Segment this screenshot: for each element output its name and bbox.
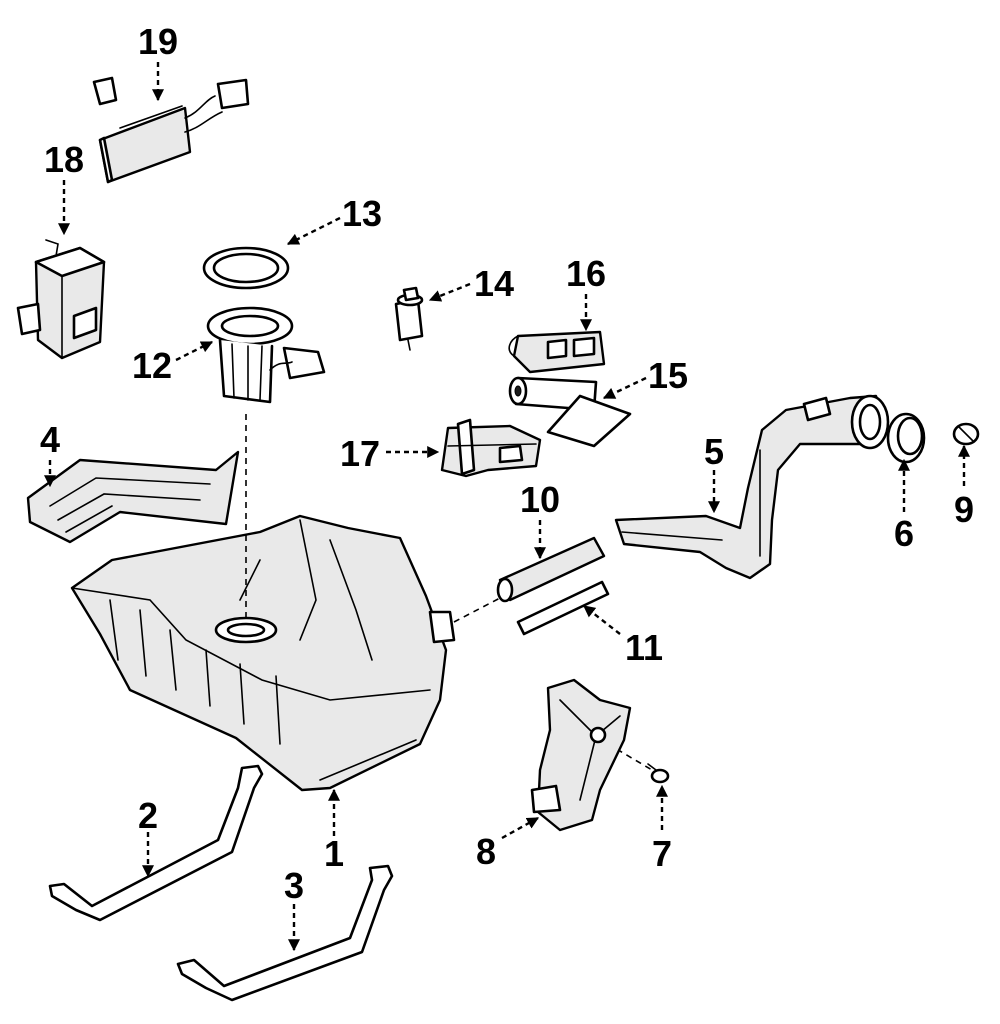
leader-arrows <box>44 62 970 952</box>
part-5-filler-pipe[interactable] <box>614 394 890 580</box>
callout-8: 8 <box>476 831 496 872</box>
connection-lines <box>245 414 653 771</box>
part-14-regulator[interactable] <box>394 286 424 351</box>
callout-17: 17 <box>340 433 380 474</box>
part-12-pump-module[interactable] <box>206 306 326 404</box>
callout-10: 10 <box>520 479 560 520</box>
callout-18: 18 <box>44 139 84 180</box>
part-6-ring[interactable] <box>886 412 926 464</box>
callout-5: 5 <box>704 431 724 472</box>
callout-19: 19 <box>138 21 178 62</box>
part-16-strainer[interactable] <box>508 330 606 374</box>
callout-1: 1 <box>324 833 344 874</box>
callout-6: 6 <box>894 513 914 554</box>
callout-4: 4 <box>40 419 60 460</box>
part-15-fuel-pump[interactable] <box>508 376 632 448</box>
part-18-relay-box[interactable] <box>16 239 106 360</box>
part-3-strap[interactable] <box>176 864 394 1002</box>
part-2-strap[interactable] <box>48 764 264 922</box>
part-8-housing[interactable] <box>530 678 632 832</box>
part-1-fuel-tank[interactable] <box>70 514 456 792</box>
part-10-hose[interactable] <box>496 536 606 603</box>
callout-3: 3 <box>284 865 304 906</box>
callout-9: 9 <box>954 489 974 530</box>
callout-2: 2 <box>138 795 158 836</box>
callout-14: 14 <box>474 263 514 304</box>
callout-16: 16 <box>566 253 606 294</box>
callout-11: 11 <box>625 627 663 668</box>
part-19-module[interactable] <box>92 76 250 184</box>
callout-12: 12 <box>132 345 172 386</box>
part-13-seal-ring[interactable] <box>202 246 290 290</box>
callout-7: 7 <box>652 833 672 874</box>
part-7-screw[interactable] <box>647 763 670 784</box>
callout-labels: 19 18 13 12 14 16 15 17 4 5 6 9 10 11 1 … <box>40 21 974 906</box>
part-11-hose[interactable] <box>516 580 610 636</box>
part-4-heat-shield[interactable] <box>26 450 240 544</box>
callout-15: 15 <box>648 355 688 396</box>
part-9-cap[interactable] <box>952 422 980 446</box>
callout-13: 13 <box>342 193 382 234</box>
part-17-bracket[interactable] <box>440 418 542 478</box>
